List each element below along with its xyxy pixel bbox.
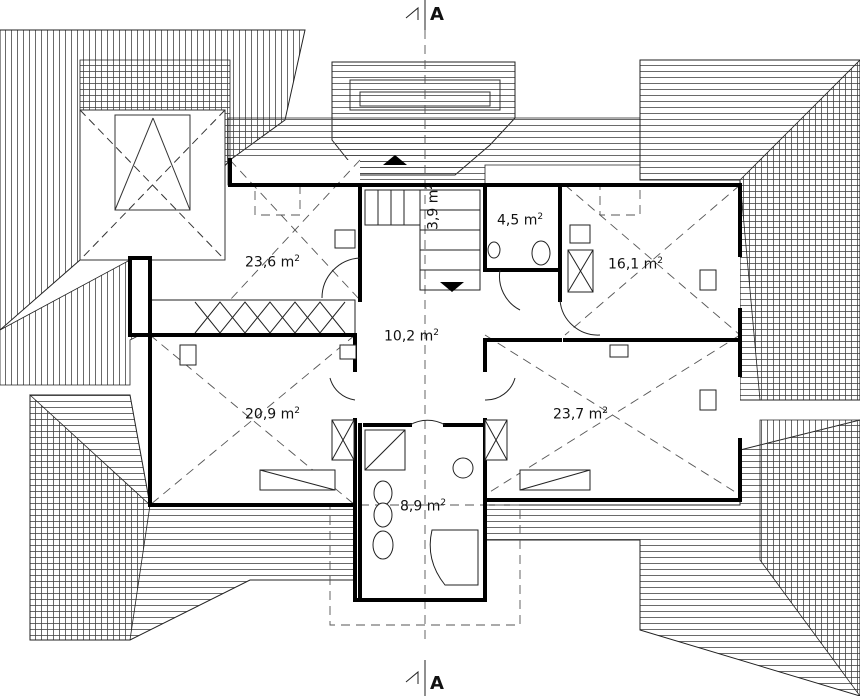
roof-details [79, 79, 501, 261]
room-area-bedroom-northwest: 23,6 m2 [245, 254, 300, 271]
room-area-bathroom: 8,9 m2 [400, 498, 447, 515]
fixtures [179, 224, 717, 586]
doors [321, 257, 601, 426]
room-area-hall: 10,2 m2 [384, 328, 439, 345]
room-area-stairs: 3,9 m2 [425, 183, 442, 230]
room-area-bedroom-west: 20,9 m2 [245, 406, 300, 423]
roof-hatching [0, 29, 860, 696]
room-area-wc: 4,5 m2 [497, 212, 544, 229]
section-mark-top: A [430, 4, 444, 25]
section-markers [405, 0, 426, 696]
room-area-bedroom-east: 23,7 m2 [553, 406, 608, 423]
section-mark-bottom: A [430, 673, 444, 694]
staircase [364, 189, 481, 291]
room-area-bedroom-northeast: 16,1 m2 [608, 256, 663, 273]
section-arrows [383, 155, 464, 292]
